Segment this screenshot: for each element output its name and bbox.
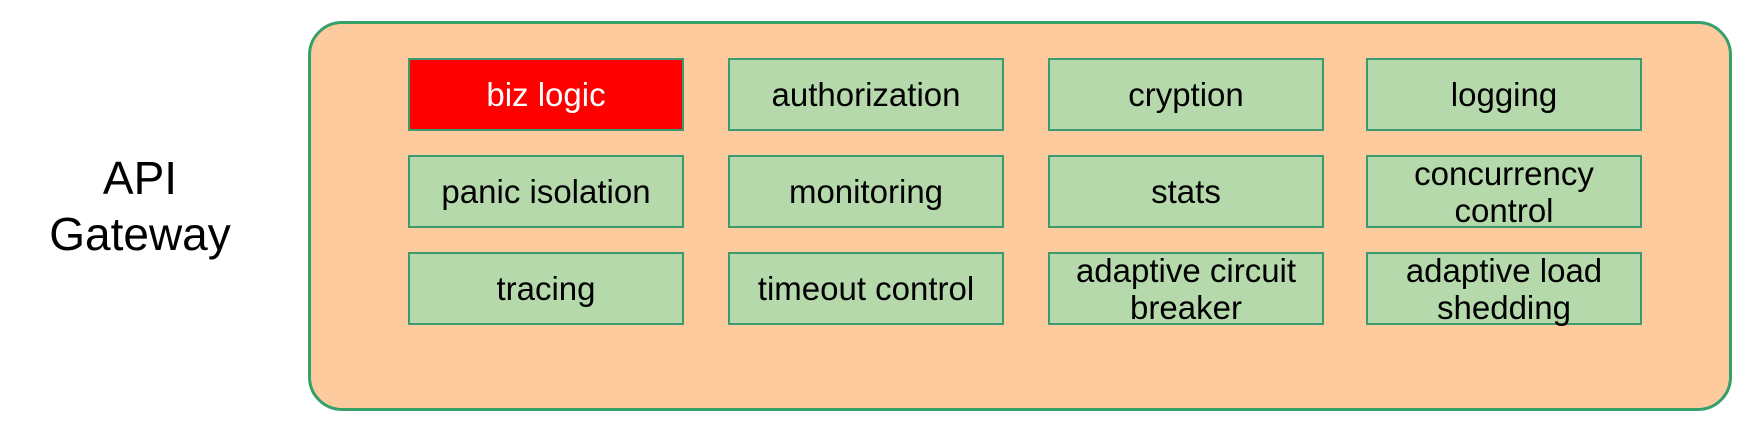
feature-box-adaptive-load-shedding[interactable]: adaptive load shedding: [1366, 252, 1642, 326]
feature-box-cryption[interactable]: cryption: [1048, 58, 1324, 131]
api-gateway-container: biz logic authorization cryption logging…: [308, 21, 1732, 411]
feature-box-adaptive-circuit-breaker[interactable]: adaptive circuit breaker: [1048, 252, 1324, 326]
feature-box-authorization[interactable]: authorization: [728, 58, 1004, 131]
api-gateway-label: API Gateway: [49, 152, 231, 260]
feature-box-logging[interactable]: logging: [1366, 58, 1642, 131]
feature-box-concurrency-control[interactable]: concurrency control: [1366, 155, 1642, 229]
feature-box-stats[interactable]: stats: [1048, 155, 1324, 228]
feature-box-tracing[interactable]: tracing: [408, 252, 684, 325]
feature-grid: biz logic authorization cryption logging…: [311, 24, 1729, 408]
feature-box-monitoring[interactable]: monitoring: [728, 155, 1004, 228]
feature-box-timeout-control[interactable]: timeout control: [728, 252, 1004, 325]
feature-box-panic-isolation[interactable]: panic isolation: [408, 155, 684, 228]
feature-box-biz-logic[interactable]: biz logic: [408, 58, 684, 131]
